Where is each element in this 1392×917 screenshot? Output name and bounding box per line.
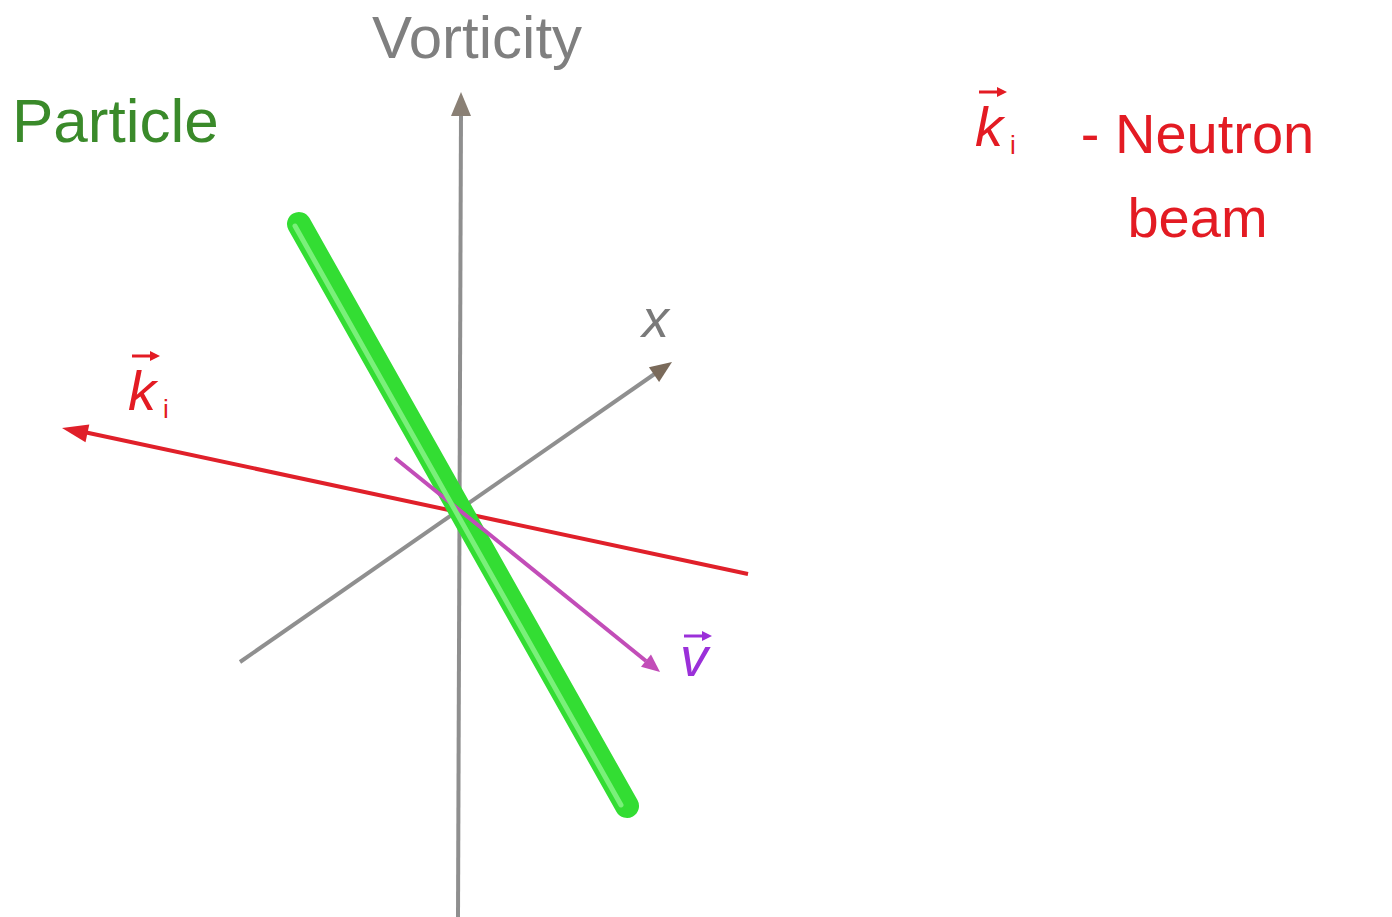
vector-arrow-shaft xyxy=(684,635,706,638)
particle-label: Particle xyxy=(12,88,219,153)
axis-label: Vorticity xyxy=(372,6,582,69)
vector-arrow xyxy=(132,351,160,361)
vector-arrow xyxy=(979,87,1007,97)
x-arrowhead xyxy=(649,362,672,382)
velocity-arrowhead xyxy=(641,654,660,672)
vector-arrow-shaft xyxy=(979,91,1001,94)
beam-arrowhead xyxy=(62,425,89,443)
vector-arrow-head xyxy=(150,351,160,361)
vector-symbol: k xyxy=(975,98,1003,157)
legend-text: - Neutron beam xyxy=(1045,92,1350,260)
vector-symbol: v xyxy=(680,628,708,687)
x-axis xyxy=(240,373,656,662)
vector-subscript: i xyxy=(1010,132,1016,159)
axis-label: x xyxy=(642,290,669,347)
rod-highlight xyxy=(295,226,621,805)
vector-arrow-shaft xyxy=(132,355,154,358)
vector-subscript: i xyxy=(163,396,169,423)
vector-arrow-head xyxy=(997,87,1007,97)
vector-arrow-head xyxy=(702,631,712,641)
vector-symbol: k xyxy=(128,362,156,421)
vorticity-arrowhead xyxy=(451,92,471,116)
vector-arrow xyxy=(684,631,712,641)
